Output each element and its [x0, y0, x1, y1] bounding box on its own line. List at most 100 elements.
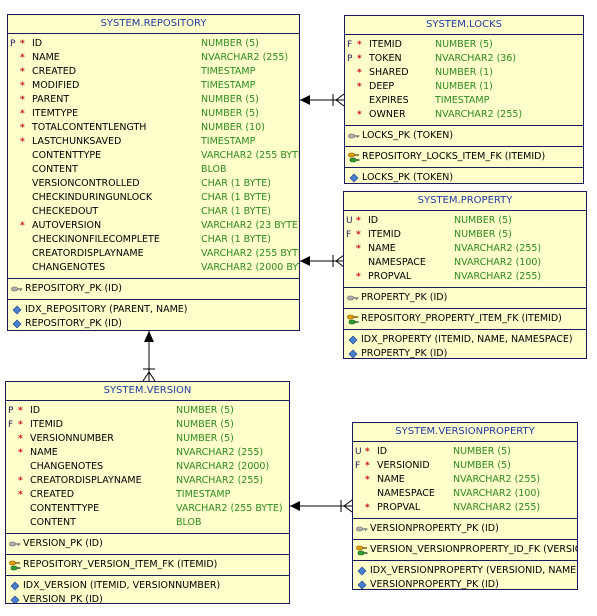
required-marker: * — [357, 68, 362, 78]
primary-key-item[interactable]: VERSION_PK (ID) — [6, 537, 289, 551]
column-name: CONTENT — [30, 517, 76, 528]
index-diamond-icon — [9, 593, 21, 603]
index-item[interactable]: LOCKS_PK (TOKEN) — [345, 171, 583, 183]
foreign-key-item[interactable]: REPOSITORY_VERSION_ITEM_FK (ITEMID) — [6, 558, 289, 572]
foreign-key-section: VERSION_VERSIONPROPERTY_ID_FK (VERSIONID… — [353, 540, 577, 561]
required-marker: * — [365, 461, 370, 471]
column-type: NUMBER (10) — [201, 122, 265, 133]
primary-key-item-label: REPOSITORY_PK (ID) — [25, 283, 122, 294]
foreign-key-item[interactable]: REPOSITORY_LOCKS_ITEM_FK (ITEMID) — [345, 150, 583, 164]
table-title[interactable]: SYSTEM.LOCKS — [345, 16, 583, 35]
table-title[interactable]: SYSTEM.VERSIONPROPERTY — [353, 423, 577, 442]
required-marker: * — [20, 123, 25, 133]
relation-versionproperty-version[interactable] — [290, 499, 353, 513]
column-name: EXPIRES — [369, 95, 409, 106]
foreign-key-item[interactable]: REPOSITORY_PROPERTY_ITEM_FK (ITEMID) — [344, 312, 586, 326]
relation-locks-repository[interactable] — [300, 93, 345, 107]
key-marker: F — [347, 40, 353, 50]
key-marker: F — [355, 461, 361, 471]
foreign-key-item[interactable]: VERSION_VERSIONPROPERTY_ID_FK (VERSIONID… — [353, 543, 577, 557]
index-item[interactable]: IDX_VERSION (ITEMID, VERSIONNUMBER) — [6, 579, 289, 593]
table-title[interactable]: SYSTEM.REPOSITORY — [8, 15, 299, 34]
table-title[interactable]: SYSTEM.VERSION — [6, 382, 289, 401]
relation-property-repository[interactable] — [300, 254, 345, 268]
primary-key-item[interactable]: LOCKS_PK (TOKEN) — [345, 129, 583, 143]
index-item[interactable]: REPOSITORY_PK (ID) — [8, 317, 299, 330]
index-item[interactable]: IDX_VERSIONPROPERTY (VERSIONID, NAME, NA… — [353, 564, 577, 578]
primary-key-item[interactable]: PROPERTY_PK (ID) — [344, 291, 586, 305]
column-name: SHARED — [369, 67, 409, 78]
key-marker: P — [10, 39, 16, 49]
table-title[interactable]: SYSTEM.PROPERTY — [344, 192, 586, 211]
column-name: CONTENT — [32, 164, 78, 175]
column-type: VARCHAR2 (255 BYTE) — [201, 150, 300, 161]
index-item[interactable]: IDX_PROPERTY (ITEMID, NAME, NAMESPACE) — [344, 333, 586, 347]
primary-key-item[interactable]: VERSIONPROPERTY_PK (ID) — [353, 522, 577, 536]
column-row[interactable]: CONTENT BLOB — [8, 163, 299, 177]
column-type: NVARCHAR2 (255) — [176, 475, 264, 486]
index-item[interactable]: PROPERTY_PK (ID) — [344, 347, 586, 358]
index-item[interactable]: VERSIONPROPERTY_PK (ID) — [353, 578, 577, 589]
required-marker: * — [365, 447, 370, 457]
column-type: NUMBER (5) — [176, 419, 234, 430]
column-name: NAME — [368, 243, 396, 254]
required-marker: * — [356, 272, 361, 282]
column-type: BLOB — [201, 164, 227, 175]
index-diamond-icon — [11, 317, 23, 330]
relation-version-repository[interactable] — [142, 331, 156, 382]
index-item[interactable]: VERSION_PK (ID) — [6, 593, 289, 603]
foreign-key-item-label: REPOSITORY_VERSION_ITEM_FK (ITEMID) — [23, 559, 218, 570]
index-item[interactable]: IDX_REPOSITORY (PARENT, NAME) — [8, 303, 299, 317]
primary-key-item[interactable]: REPOSITORY_PK (ID) — [8, 282, 299, 296]
index-section: IDX_PROPERTY (ITEMID, NAME, NAMESPACE)PR… — [344, 330, 586, 358]
column-type: NUMBER (5) — [176, 433, 234, 444]
